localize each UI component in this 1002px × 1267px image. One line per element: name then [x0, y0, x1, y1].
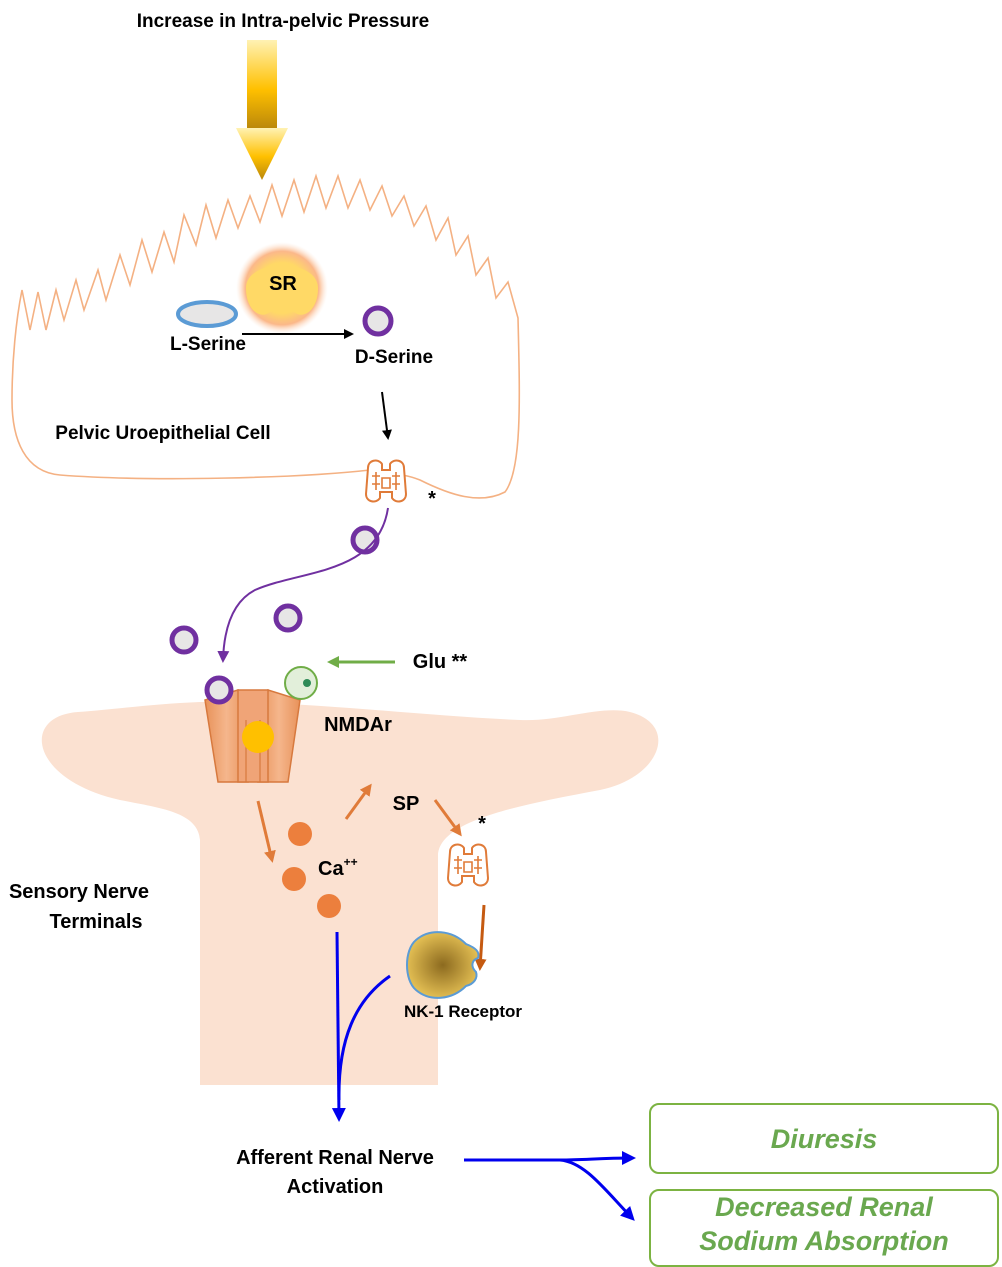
- nk1-receptor-icon: [407, 932, 479, 998]
- sodium-absorption-outcome-box: Decreased Renal Sodium Absorption: [649, 1189, 999, 1267]
- sr-label: SR: [269, 273, 297, 295]
- epithelial-cell-outline: [12, 176, 519, 498]
- diuresis-outcome-box: Diuresis: [649, 1103, 999, 1174]
- afferent-activation-line1: Afferent Renal Nerve: [236, 1147, 434, 1169]
- sensory-nerve-label-line2: Terminals: [50, 911, 143, 933]
- calcium-ion: [282, 867, 306, 891]
- d-serine-release-arrow: [382, 392, 388, 438]
- d-serine-molecule: [365, 308, 391, 334]
- transporter-asterisk: *: [428, 488, 436, 510]
- sp-to-nk1-arrow: [480, 905, 484, 968]
- afferent-activation-line2: Activation: [287, 1176, 384, 1198]
- diuresis-arrow: [464, 1158, 632, 1160]
- sensory-nerve-label-line1: Sensory Nerve: [9, 881, 149, 903]
- calcium-ion: [288, 822, 312, 846]
- pressure-arrow: [236, 40, 288, 180]
- d-serine-transporter-icon: [366, 461, 406, 502]
- d-serine-molecule: [353, 528, 377, 552]
- d-serine-molecule: [276, 606, 300, 630]
- d-serine-molecule: [207, 678, 231, 702]
- sodium-absorption-arrow: [560, 1160, 632, 1218]
- nk1-receptor-label: NK-1 Receptor: [404, 1002, 522, 1021]
- epithelial-cell-label: Pelvic Uroepithelial Cell: [55, 423, 270, 444]
- sodium-absorption-line2: Sodium Absorption: [699, 1224, 948, 1258]
- substance-p-label: SP: [393, 793, 420, 815]
- l-serine-molecule: [178, 302, 236, 326]
- d-serine-molecule: [172, 628, 196, 652]
- d-serine-label: D-Serine: [355, 347, 433, 368]
- nmda-receptor-label: NMDAr: [324, 714, 392, 736]
- diuresis-label: Diuresis: [771, 1122, 878, 1156]
- sp-asterisk: *: [478, 813, 486, 835]
- glutamate-molecule: [285, 667, 317, 699]
- calcium-ion: [317, 894, 341, 918]
- glutamate-label: Glu **: [413, 651, 468, 673]
- sp-transporter-icon: [448, 845, 488, 886]
- sodium-absorption-line1: Decreased Renal: [715, 1190, 933, 1224]
- l-serine-label: L-Serine: [170, 334, 246, 355]
- pressure-title: Increase in Intra-pelvic Pressure: [137, 11, 430, 32]
